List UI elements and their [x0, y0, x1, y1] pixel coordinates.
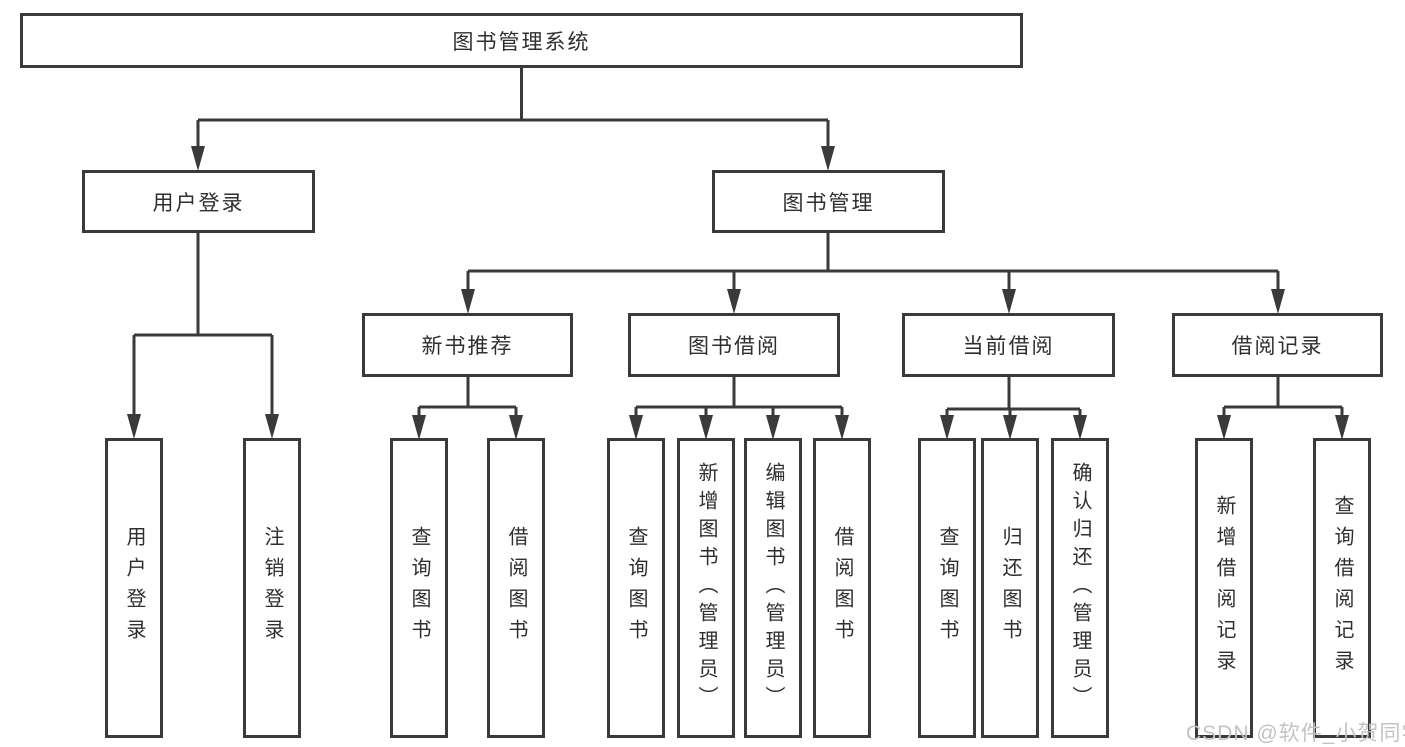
leaf-label: 注销登录	[261, 526, 283, 650]
leaf-label: 查询图书	[625, 526, 647, 650]
node-root-label: 图书管理系统	[452, 30, 591, 54]
node-user-login: 用户登录	[82, 170, 315, 233]
leaf-label: 借阅图书	[505, 526, 527, 650]
node-leaf-user-login: 用户登录	[105, 438, 163, 738]
node-leaf-add-borrow-record: 新增借阅记录	[1195, 438, 1253, 738]
node-book-management: 图书管理	[712, 170, 945, 233]
node-leaf-confirm-return-admin: 确认归还（管理员）	[1051, 438, 1109, 738]
node-book-borrowing: 图书借阅	[628, 313, 840, 377]
node-leaf-edit-book-admin: 编辑图书（管理员）	[744, 438, 802, 738]
node-root: 图书管理系统	[20, 13, 1023, 68]
node-leaf-query-books-borrowing: 查询图书	[607, 438, 665, 738]
node-leaf-logout: 注销登录	[243, 438, 301, 738]
edge-current-borrowing-children	[945, 377, 1082, 423]
node-leaf-query-borrow-record: 查询借阅记录	[1313, 438, 1371, 738]
edge-borrowing-records-children	[1222, 377, 1344, 423]
node-new-book-recommend: 新书推荐	[362, 313, 573, 377]
node-current-borrowing-label: 当前借阅	[962, 335, 1055, 358]
node-borrowing-records: 借阅记录	[1172, 313, 1383, 377]
node-leaf-borrow-books-recommend: 借阅图书	[487, 438, 545, 738]
csdn-watermark: CSDN @软件_小贺同学	[1186, 722, 1405, 745]
leaf-label: 确认归还（管理员）	[1069, 462, 1091, 714]
leaf-label: 新增图书（管理员）	[695, 462, 717, 714]
node-new-book-recommend-label: 新书推荐	[421, 335, 514, 358]
edge-book-management-children	[466, 233, 1280, 295]
node-leaf-return-book: 归还图书	[981, 438, 1039, 738]
node-leaf-query-books-current: 查询图书	[918, 438, 976, 738]
leaf-label: 查询借阅记录	[1331, 495, 1353, 681]
leaf-label: 编辑图书（管理员）	[762, 462, 784, 714]
node-book-management-label: 图书管理	[782, 191, 875, 215]
edge-new-book-recommend-children	[417, 377, 518, 423]
node-borrowing-records-label: 借阅记录	[1231, 335, 1324, 358]
leaf-label: 查询图书	[408, 526, 430, 650]
node-leaf-query-books-recommend: 查询图书	[390, 438, 448, 738]
leaf-label: 查询图书	[936, 526, 958, 650]
leaf-label: 用户登录	[123, 526, 145, 650]
leaf-label: 新增借阅记录	[1213, 495, 1235, 681]
node-leaf-add-book-admin: 新增图书（管理员）	[677, 438, 735, 738]
leaf-label: 归还图书	[999, 526, 1021, 650]
edge-book-borrowing-children	[634, 377, 844, 423]
node-book-borrowing-label: 图书借阅	[688, 335, 780, 358]
node-leaf-borrow-books-borrowing: 借阅图书	[813, 438, 871, 738]
node-user-login-label: 用户登录	[152, 191, 245, 215]
edge-root-to-level2	[196, 68, 830, 152]
edge-user-login-children	[132, 233, 274, 420]
leaf-label: 借阅图书	[831, 526, 853, 650]
node-current-borrowing: 当前借阅	[902, 313, 1115, 377]
